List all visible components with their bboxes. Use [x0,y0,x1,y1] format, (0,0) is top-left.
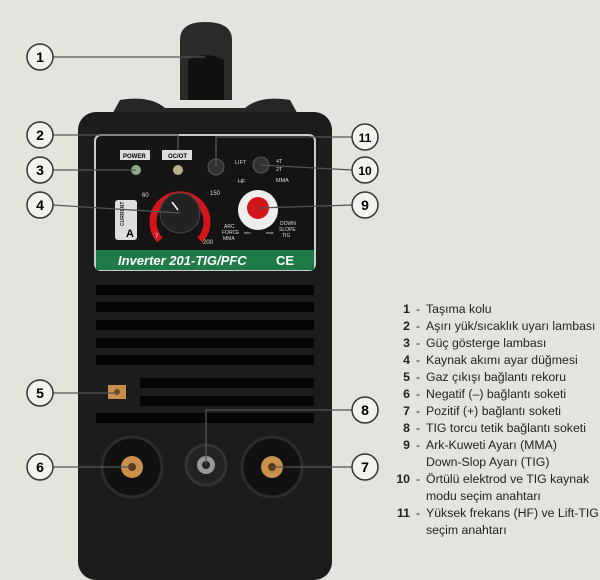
ce-mark: CE [276,253,294,268]
model-label: Inverter 201-TIG/PFC [118,253,247,268]
force-label: FORCE [222,230,240,236]
legend-dash: - [415,319,421,333]
legend-text: Taşıma kolu [426,302,492,316]
scale-60: 60 [142,193,149,199]
legend-number: 10 [396,472,410,486]
callout-1: 1 [36,49,44,65]
legend-dash: - [415,421,421,435]
legend-item: 5-Gaz çıkışı bağlantı rekoru [382,369,599,386]
legend-number: 3 [403,336,410,350]
legend-dash: - [415,336,421,350]
legend-item: 3-Güç gösterge lambası [382,335,599,352]
legend-text: Pozitif (+) bağlantı soketi [426,404,561,418]
model-band [96,250,314,270]
legend-text: Örtülü elektrod ve TIG kaynak modu seçim… [426,472,590,503]
slope-label: SLOPE [279,227,296,233]
gas-outlet [108,385,126,399]
callout-5: 5 [36,385,44,401]
callout-lines [52,56,353,468]
legend-number: 2 [403,319,410,333]
callout-2: 2 [36,127,44,143]
legend-number: 1 [403,302,410,316]
scale-150: 150 [210,191,221,197]
legend-dash: - [415,404,421,418]
callout-markers: 1 2 3 4 5 6 7 8 9 10 11 [26,43,379,481]
legend-number: 9 [403,438,410,452]
legend-item: 10-Örtülü elektrod ve TIG kaynak modu se… [382,471,599,505]
scale-7: 7 [155,234,159,240]
legend-text: Gaz çıkışı bağlantı rekoru [426,370,567,384]
tig-label: TIG [282,233,290,239]
current-label: CURRENT [120,202,126,226]
legend-text: Ark-Kuweti Ayarı (MMA) Down-Slop Ayarı (… [426,438,557,469]
callout-3: 3 [36,162,44,178]
amp-label: A [126,228,134,240]
legend-item: 1-Taşıma kolu [382,301,599,318]
legend-text: Kaynak akımı ayar düğmesi [426,353,578,367]
down-label: DOWN [280,221,296,227]
mma2-label: MMA [223,236,235,242]
legend-dash: - [415,506,421,520]
legend-item: 4-Kaynak akımı ayar düğmesi [382,352,599,369]
legend-number: 8 [403,421,410,435]
min-label: min [244,230,250,235]
callout-7: 7 [361,459,369,475]
legend-item: 6-Negatif (–) bağlantı soketi [382,386,599,403]
legend-number: 6 [403,387,410,401]
arc-label: ARC [224,224,235,230]
legend-number: 4 [403,353,410,367]
overload-led [173,165,183,175]
2t-label: 2T [276,167,283,173]
legend-text: Negatif (–) bağlantı soketi [426,387,567,401]
legend-dash: - [415,387,421,401]
callout-9: 9 [361,197,369,213]
callout-4: 4 [36,197,44,213]
legend-text: Yüksek frekans (HF) ve Lift-TIG seçim an… [426,506,599,537]
mma-label: MMA [276,178,289,184]
legend-text: TIG torcu tetik bağlantı soketi [426,421,586,435]
max-label: max [266,230,274,235]
ocot-label: OC/OT [168,154,187,160]
legend-dash: - [415,353,421,367]
legend-number: 5 [403,370,410,384]
legend-number: 11 [397,506,410,520]
4t-label: 4T [276,159,283,165]
hf-label: HF [238,179,246,185]
legend-number: 7 [403,404,410,418]
power-label: POWER [123,154,146,160]
legend-text: Aşırı yük/sıcaklık uyarı lambası [426,319,596,333]
legend-item: 8-TIG torcu tetik bağlantı soketi [382,420,599,437]
callout-6: 6 [36,459,44,475]
legend-text: Güç gösterge lambası [426,336,547,350]
legend-dash: - [415,302,421,316]
callout-11: 11 [359,131,372,145]
legend-item: 11-Yüksek frekans (HF) ve Lift-TIG seçim… [382,505,599,539]
lift-label: LIFT [235,160,247,166]
legend-dash: - [415,370,421,384]
vents [96,285,314,423]
legend-dash: - [415,472,421,486]
callout-8: 8 [361,402,369,418]
legend-dash: - [415,438,421,452]
legend-item: 2-Aşırı yük/sıcaklık uyarı lambası [382,318,599,335]
legend-item: 7-Pozitif (+) bağlantı soketi [382,403,599,420]
legend-item: 9-Ark-Kuweti Ayarı (MMA) Down-Slop Ayarı… [382,437,599,471]
callout-10: 10 [358,164,372,178]
scale-200: 200 [203,240,214,246]
